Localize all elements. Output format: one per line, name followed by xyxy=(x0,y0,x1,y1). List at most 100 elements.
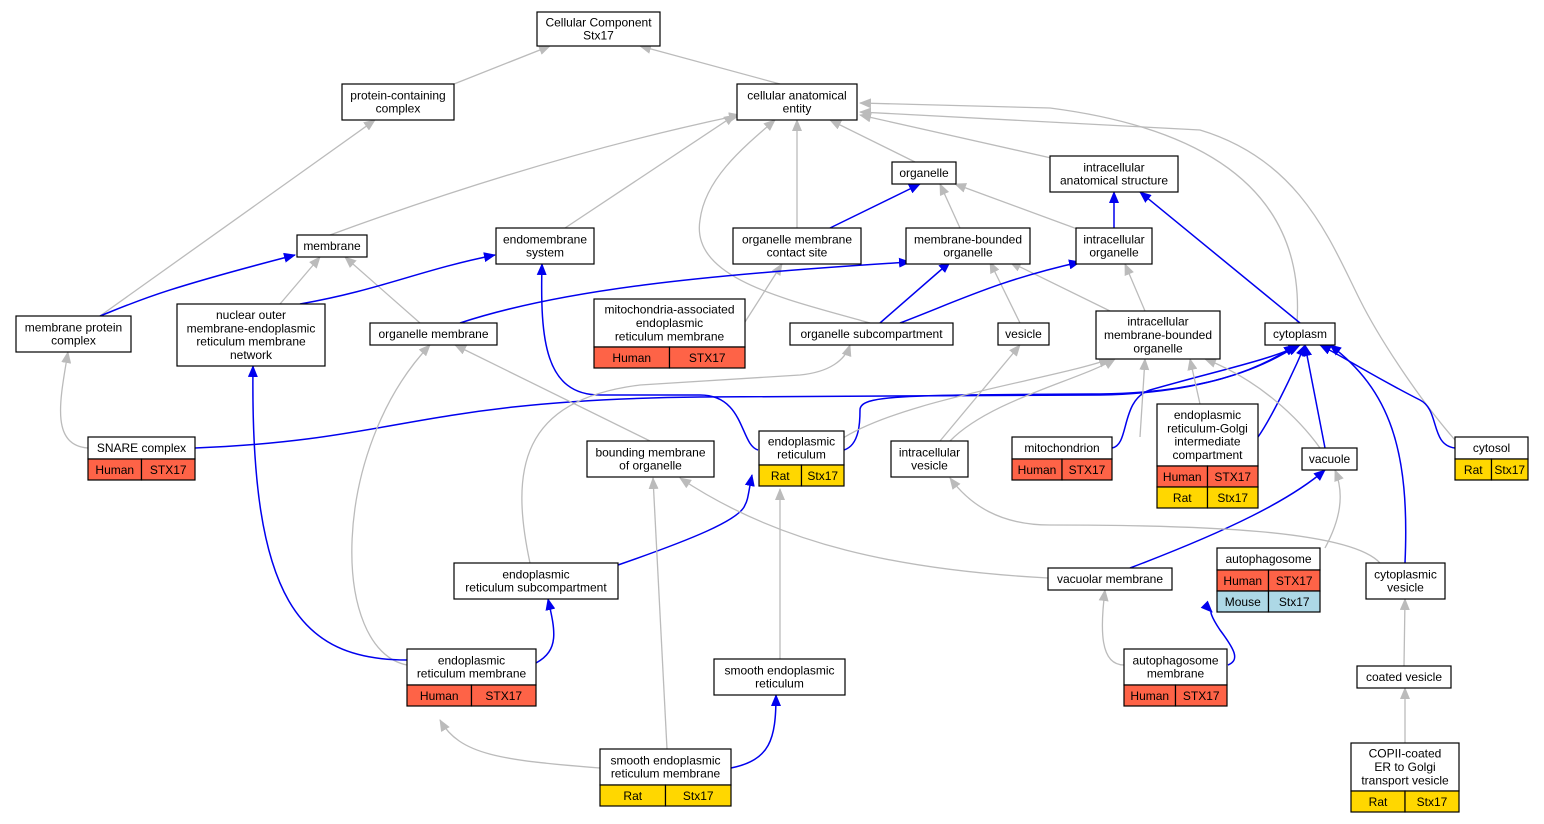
gene-label: Stx17 xyxy=(683,789,714,803)
node-label: coated vesicle xyxy=(1366,670,1442,684)
node-organelle[interactable]: organelle xyxy=(891,161,957,185)
node-label: ER to Golgi xyxy=(1374,760,1435,774)
gene-label: STX17 xyxy=(150,463,187,477)
node-box xyxy=(1264,322,1336,346)
node-label: reticulum subcompartment xyxy=(465,581,607,595)
node-mam[interactable]: mitochondria-associatedendoplasmicreticu… xyxy=(593,298,746,369)
node-label: of organelle xyxy=(619,459,682,473)
node-label: reticulum xyxy=(777,448,826,462)
node-label: cytosol xyxy=(1473,441,1510,455)
node-label: cytoplasmic xyxy=(1374,567,1437,581)
species-label: Rat xyxy=(771,469,790,483)
gene-label: Stx17 xyxy=(1417,795,1448,809)
node-vacuole[interactable]: vacuole xyxy=(1301,447,1358,471)
species-label: Human xyxy=(95,463,134,477)
edge-ias-to-cae xyxy=(859,112,1061,161)
edge-serm-to-bmo xyxy=(648,477,668,750)
node-label: reticulum-Golgi xyxy=(1167,421,1248,435)
node-om[interactable]: organelle membrane xyxy=(369,322,498,346)
node-box xyxy=(736,83,858,121)
node-box xyxy=(905,227,1031,265)
node-membrane[interactable]: membrane xyxy=(296,234,368,258)
node-label: SNARE complex xyxy=(97,441,186,455)
node-cyto[interactable]: cytoplasm xyxy=(1264,322,1336,346)
node-box xyxy=(1356,665,1452,689)
edge-os-to-io xyxy=(899,259,1081,324)
edge-io-to-organelle xyxy=(954,183,1081,231)
edge-coated-to-cv xyxy=(1399,598,1410,667)
edge-iv-to-vesicle xyxy=(939,344,1021,442)
node-label: membrane protein xyxy=(25,320,122,334)
node-box xyxy=(341,83,455,121)
node-label: Cellular Component xyxy=(545,15,652,29)
node-label: anatomical structure xyxy=(1060,174,1168,188)
edge-iv-to-imbo xyxy=(949,358,1116,442)
node-ergic[interactable]: endoplasmicreticulum-Golgiintermediateco… xyxy=(1156,403,1259,509)
node-label: reticulum membrane xyxy=(615,329,725,343)
node-box xyxy=(758,430,845,466)
species-label: Rat xyxy=(1464,463,1483,477)
edges-layer xyxy=(59,44,1456,769)
gene-label: Stx17 xyxy=(1279,595,1310,609)
node-label: membrane-bounded xyxy=(1104,328,1212,342)
gene-cell xyxy=(800,464,845,487)
node-box xyxy=(369,322,498,346)
node-label: vacuole xyxy=(1309,452,1351,466)
node-label: reticulum membrane xyxy=(196,335,306,349)
node-box xyxy=(890,440,969,478)
edge-imbo-to-io xyxy=(1124,263,1146,312)
node-box xyxy=(891,161,957,185)
edge-organelle-to-cae xyxy=(829,119,916,163)
edge-am-to-vm xyxy=(1098,589,1125,666)
edge-vesicle-to-mbo xyxy=(989,261,1021,324)
edge-cv-to-iv xyxy=(949,477,1381,564)
node-label: autophagosome xyxy=(1225,552,1311,566)
edge-vacuole-to-cyto xyxy=(1302,344,1326,449)
gene-cell xyxy=(470,684,537,707)
gene-label: STX17 xyxy=(1183,689,1220,703)
node-vm[interactable]: vacuolar membrane xyxy=(1047,567,1173,591)
edge-imbo-to-mbo xyxy=(1009,261,1111,312)
edge-er-to-endomem xyxy=(536,263,759,451)
species-label: Human xyxy=(1130,689,1169,703)
edge-cytosol-to-cae xyxy=(859,107,1456,441)
edge-erm-to-ersub xyxy=(535,598,556,664)
node-box xyxy=(789,322,954,346)
node-label: autophagosome xyxy=(1132,653,1218,667)
gene-label: Stx17 xyxy=(807,469,838,483)
node-label: organelle xyxy=(1133,341,1183,355)
node-vesicle[interactable]: vesicle xyxy=(997,322,1050,346)
edge-om-to-membrane xyxy=(344,256,421,324)
node-box xyxy=(1047,567,1173,591)
edge-snare-to-mpc xyxy=(59,351,89,449)
gene-label: Stx17 xyxy=(1217,491,1248,505)
node-coated[interactable]: coated vesicle xyxy=(1356,665,1452,689)
node-noer[interactable]: nuclear outermembrane-endoplasmicreticul… xyxy=(176,303,326,367)
node-os[interactable]: organelle subcompartment xyxy=(789,322,954,346)
